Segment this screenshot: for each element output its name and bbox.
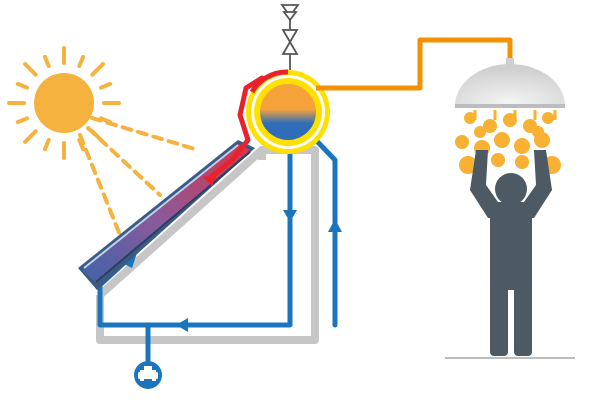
person-leg-right (514, 282, 532, 356)
water-drop (532, 126, 544, 138)
water-drop (515, 155, 529, 169)
shower-head (455, 58, 565, 108)
water-drop (474, 126, 486, 138)
sun-beam (90, 116, 200, 152)
hot-water-pipe (207, 75, 265, 181)
storage-tank (246, 69, 330, 154)
hot-supply-line (316, 37, 513, 91)
person-head (495, 173, 527, 205)
person-arms (470, 150, 552, 218)
sun-ray (90, 62, 105, 77)
sun-ray (77, 138, 86, 152)
safety-valve-icon (280, 4, 300, 70)
sun-ray (42, 138, 51, 152)
water-drop (459, 156, 477, 174)
sun-beams (78, 116, 200, 242)
water-drop (464, 112, 476, 124)
water-drop (491, 153, 505, 167)
arrow-hot-up (203, 173, 218, 186)
water-drop (483, 119, 497, 133)
sun-beam (86, 126, 162, 197)
sun-ray (77, 54, 86, 68)
water-drop (494, 132, 510, 148)
sun-ray (15, 116, 29, 125)
water-drop (542, 112, 554, 124)
person-leg-left (490, 282, 508, 356)
sun-disc (34, 73, 94, 133)
sun-ray (23, 62, 38, 77)
pump-icon[interactable] (134, 361, 162, 389)
arrow-down (283, 210, 297, 222)
sun-ray (15, 81, 29, 90)
water-drop (455, 135, 469, 149)
mounting-frame (96, 146, 319, 344)
person-torso (490, 210, 532, 290)
sun-ray (99, 81, 113, 90)
arrow-left (176, 318, 188, 332)
sun-ray (23, 129, 38, 144)
sun-ray (42, 54, 51, 68)
person-showering-icon (470, 150, 552, 356)
arrow-up (328, 219, 342, 232)
sun-beam (78, 133, 124, 242)
sun-icon (7, 46, 121, 160)
water-drop (514, 138, 530, 154)
